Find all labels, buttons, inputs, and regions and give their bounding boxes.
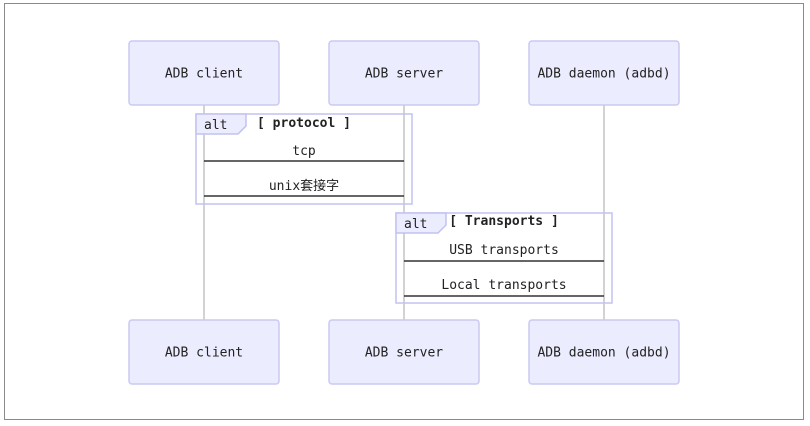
actor-label: ADB client [165, 67, 243, 82]
message-label: Local transports [441, 278, 566, 293]
actor-bottom-client: ADB client [128, 319, 280, 385]
actor-label: ADB daemon (adbd) [537, 346, 670, 361]
fragment-keyword: alt [404, 217, 427, 232]
actor-top-client: ADB client [128, 40, 280, 106]
fragment-condition: [ Transports ] [449, 214, 559, 229]
actor-label: ADB server [365, 346, 443, 361]
actor-label: ADB daemon (adbd) [537, 67, 670, 82]
actor-label: ADB server [365, 67, 443, 82]
actor-bottom-daemon: ADB daemon (adbd) [528, 319, 680, 385]
message-label: tcp [292, 144, 316, 159]
fragment-keyword: alt [204, 118, 227, 133]
message-label: unix套接字 [269, 178, 339, 194]
alt-fragment-transports: alt [ Transports ] USB transports Local … [395, 212, 613, 304]
actor-top-server: ADB server [328, 40, 480, 106]
fragment-tab [195, 113, 247, 135]
actor-label: ADB client [165, 346, 243, 361]
actor-bottom-server: ADB server [328, 319, 480, 385]
fragment-tab [395, 212, 447, 234]
alt-fragment-protocol: alt [ protocol ] tcp unix套接字 [195, 113, 413, 205]
message-label: USB transports [449, 243, 559, 258]
actor-top-daemon: ADB daemon (adbd) [528, 40, 680, 106]
fragment-condition: [ protocol ] [257, 116, 351, 131]
